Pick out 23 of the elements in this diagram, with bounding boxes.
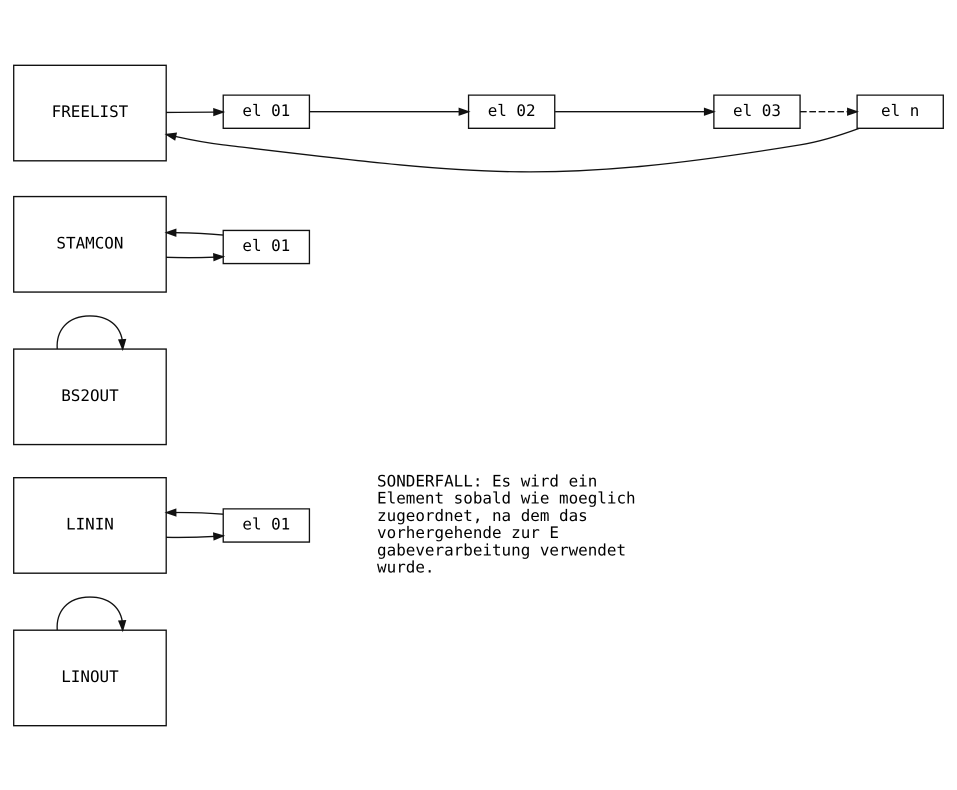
node-box: el 01 bbox=[222, 229, 310, 264]
arrow bbox=[164, 228, 224, 236]
node-box: FREELIST bbox=[13, 64, 167, 161]
arrow bbox=[166, 532, 226, 540]
node-box: el 03 bbox=[713, 94, 801, 128]
node-box: BS2OUT bbox=[13, 348, 167, 445]
node-box: el n bbox=[856, 94, 944, 128]
arrow bbox=[555, 107, 716, 116]
arrow bbox=[164, 127, 859, 172]
arrow bbox=[164, 508, 224, 516]
arrow bbox=[310, 107, 471, 116]
node-box: LININ bbox=[13, 476, 167, 574]
node-box: el 01 bbox=[222, 94, 310, 128]
arrow bbox=[166, 107, 226, 116]
arrow bbox=[800, 107, 859, 116]
node-box: LINOUT bbox=[13, 629, 167, 726]
node-box: el 01 bbox=[222, 508, 310, 542]
arrow bbox=[56, 596, 126, 632]
arrow bbox=[166, 252, 226, 261]
arrow bbox=[56, 314, 126, 351]
node-box: STAMCON bbox=[13, 195, 167, 292]
label: SONDERFALL: Es wird ein Element sobald wie moeglich zugeordnet, na dem das vorhergehende zur E gabeverarbeitung verwendet wurde. bbox=[377, 470, 636, 576]
node-box: el 02 bbox=[468, 94, 556, 128]
